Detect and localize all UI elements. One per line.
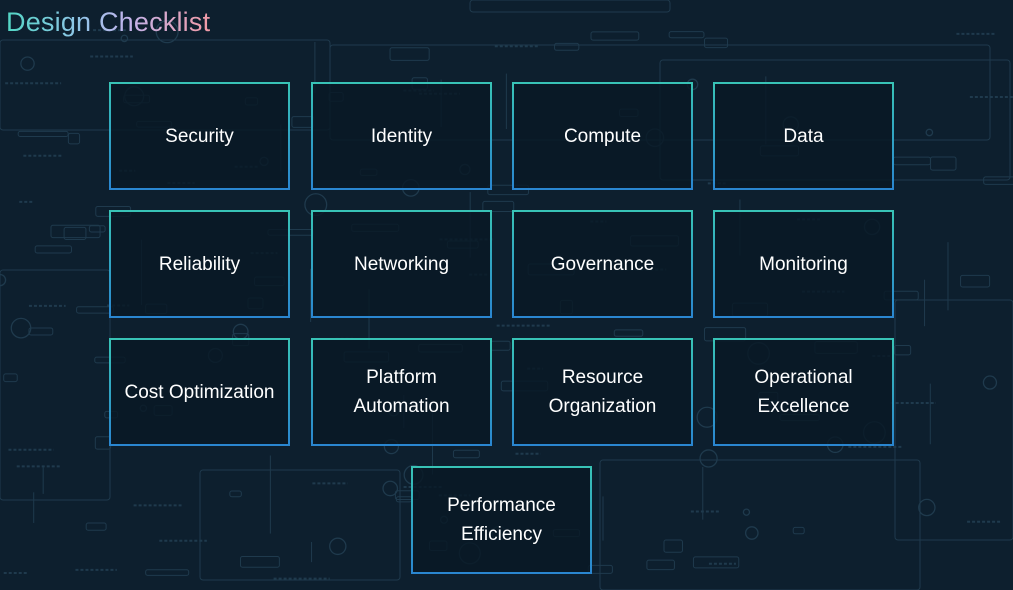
background-shape [742,508,751,516]
tile-governance[interactable]: Governance [512,210,693,318]
tile-label: Cost Optimization [124,381,275,403]
background-shape [155,20,179,44]
tile-identity[interactable]: Identity [311,82,492,190]
tile-label: Compute [563,125,642,147]
background-shape [663,539,683,553]
background-shape [88,225,106,233]
background-shape [489,340,511,351]
tile-operational-excellence[interactable]: Operational Excellence [713,338,894,446]
background-shape [17,130,69,138]
background-shape [892,156,931,166]
background-shape [894,299,1013,541]
background-shape [20,56,35,71]
background-shape [925,128,934,137]
background-shape [3,373,18,383]
background-shape [613,329,644,337]
background-shape [704,37,729,49]
background-shape [382,480,399,497]
tile-cost-optimization[interactable]: Cost Optimization [109,338,290,446]
tile-label: Performance Efficiency [447,495,556,545]
background-shape [145,569,190,576]
background-shape [983,176,1013,185]
background-shape [229,490,242,498]
background-shape [329,537,347,556]
background-shape [960,274,991,288]
background-shape [554,42,580,51]
background-shape [239,556,280,568]
background-shape [199,469,401,581]
tile-resource-organization[interactable]: Resource Organization [512,338,693,446]
tile-monitoring[interactable]: Monitoring [713,210,894,318]
tile-label: Governance [550,253,655,275]
tile-label: Operational Excellence [754,367,853,417]
background-shape [469,0,671,13]
background-shape [232,323,249,340]
background-shape [918,498,936,517]
background-shape [50,224,101,239]
tile-reliability[interactable]: Reliability [109,210,290,318]
tile-data[interactable]: Data [713,82,894,190]
tile-label: Resource Organization [548,367,657,417]
tile-label: Identity [370,125,433,147]
background-shape [744,526,759,540]
tile-label: Platform Automation [353,367,450,417]
background-shape [792,526,805,535]
background-shape [699,449,718,468]
background-shape [692,556,740,569]
tile-label: Reliability [158,253,241,275]
tile-compute[interactable]: Compute [512,82,693,190]
page-title: Design Checklist [6,4,210,40]
tile-networking[interactable]: Networking [311,210,492,318]
background-shape [590,31,640,41]
tile-label: Security [165,125,234,147]
background-shape [646,559,675,571]
background-shape [76,306,114,314]
background-shape [668,31,705,39]
background-shape [0,273,7,287]
tile-performance-efficiency[interactable]: Performance Efficiency [411,466,592,574]
background-shape [10,317,32,339]
tile-label: Networking [353,253,450,275]
tile-platform-automation[interactable]: Platform Automation [311,338,492,446]
tile-security[interactable]: Security [109,82,290,190]
background-shape [599,459,921,590]
tile-label: Data [783,125,824,147]
background-shape [67,132,81,145]
background-shape [930,156,957,171]
background-shape [893,344,912,356]
background-shape [63,226,87,241]
background-shape [452,449,480,459]
background-shape [34,245,72,254]
background-shape [389,47,430,61]
background-shape [0,269,111,501]
background-shape [85,522,107,531]
background-shape [982,375,998,390]
tile-label: Monitoring [759,253,848,275]
background-shape [120,34,129,43]
background-shape [482,200,515,213]
background-shape [28,327,54,336]
